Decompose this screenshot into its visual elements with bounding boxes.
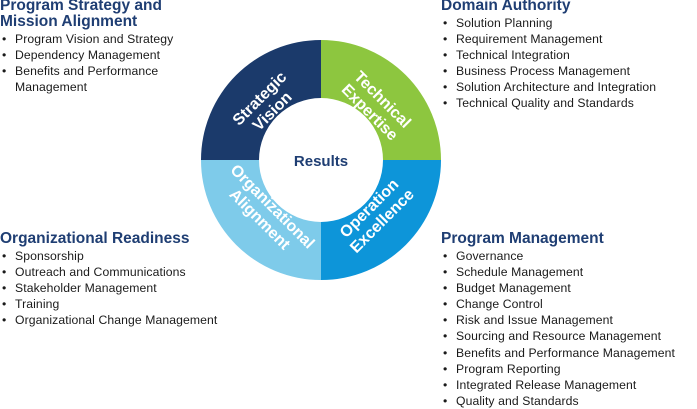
list-item-text: Training <box>15 297 60 312</box>
list-item-text: Sourcing and Resource Management <box>456 329 662 344</box>
list-item: • Technical Quality and Standards <box>441 95 696 111</box>
strategic-vision-segment <box>201 40 321 160</box>
bullet-icon: • <box>2 281 7 296</box>
list-item: • Solution Architecture and Integration <box>441 79 696 95</box>
program-strategy-title: Program Strategy and Mission Alignment <box>0 0 210 30</box>
list-item-text: Technical Integration <box>456 48 570 63</box>
list-item: • Technical Integration <box>441 47 696 63</box>
operation-excellence-segment <box>321 160 441 280</box>
list-item-text: Change Control <box>456 297 543 312</box>
list-item: • Organizational Change Management <box>0 312 250 328</box>
list-item-text: Program Vision and Strategy <box>15 32 174 46</box>
list-item: • Sourcing and Resource Management <box>441 328 697 344</box>
bullet-icon: • <box>443 16 448 30</box>
domain-authority-block: Domain Authority • Solution Planning • Req… <box>441 0 696 112</box>
bullet-icon: • <box>443 297 448 312</box>
results-wheel: Strategic Vision Technical Expertise Ope… <box>201 40 441 280</box>
program-management-block: Program Management • Governance • Schedule… <box>441 231 697 409</box>
program-strategy-block: Program Strategy and Mission Alignment •… <box>0 0 210 95</box>
list-item: • Stakeholder Management <box>0 280 250 296</box>
list-item-text: Sponsorship <box>15 249 84 263</box>
list-item-text: Outreach and Communications <box>15 265 186 280</box>
program-strategy-list: • Program Vision and Strategy • Dependency… <box>0 31 210 95</box>
bullet-icon: • <box>2 32 7 46</box>
list-item-text: Integrated Release Management <box>456 377 637 392</box>
list-item-text: Management <box>15 80 88 95</box>
bullet-icon: • <box>443 96 448 111</box>
program-strategy-title-line1: Program Strategy and <box>0 0 162 14</box>
bullet-icon: • <box>2 265 7 280</box>
list-item-text: Solution Planning <box>456 16 553 30</box>
program-strategy-title-line2: Mission Alignment <box>0 13 138 30</box>
bullet-icon: • <box>443 32 448 47</box>
bullet-icon: • <box>443 281 448 296</box>
list-item: • Risk and Issue Management <box>441 312 697 328</box>
list-item-text: Benefits and Performance <box>15 64 159 79</box>
list-item: • Requirement Management <box>441 31 696 47</box>
program-management-title: Program Management <box>441 230 604 247</box>
list-item: • Quality and Standards <box>441 393 697 409</box>
bullet-icon: • <box>443 313 448 328</box>
bullet-icon: • <box>2 313 7 328</box>
bullet-icon: • <box>443 265 448 280</box>
organizational-readiness-block: Organizational Readiness • Sponsorship • O… <box>0 231 250 328</box>
bullet-icon: • <box>2 297 7 312</box>
bullet-icon: • <box>443 80 448 95</box>
bullet-icon: • <box>443 329 448 344</box>
list-item: • Sponsorship <box>0 248 250 264</box>
list-item: • Training <box>0 296 250 312</box>
list-item: • Program Reporting <box>441 361 697 377</box>
domain-authority-title: Domain Authority <box>441 0 571 14</box>
list-item-text: Requirement Management <box>456 32 603 47</box>
bullet-icon: • <box>443 393 448 408</box>
technical-expertise-segment <box>321 40 441 160</box>
list-item-text: Schedule Management <box>456 265 584 280</box>
program-management-list: • Governance • Schedule Management • Budget… <box>441 248 697 409</box>
list-item: • Benefits and Performance Management <box>441 345 697 361</box>
list-item: • Business Process Management <box>441 63 696 79</box>
list-item: • Budget Management <box>441 280 697 296</box>
list-item-continuation: Management <box>0 79 210 95</box>
list-item-text: Benefits and Performance Management <box>456 345 675 360</box>
list-item: • Integrated Release Management <box>441 377 697 393</box>
list-item: • Change Control <box>441 296 697 312</box>
list-item-text: Program Reporting <box>456 361 561 376</box>
list-item-text: Solution Architecture and Integration <box>456 80 657 95</box>
list-item-text: Stakeholder Management <box>15 281 157 296</box>
bullet-icon: • <box>443 361 448 376</box>
list-item: • Outreach and Communications <box>0 264 250 280</box>
list-item: • Dependency Management <box>0 47 210 63</box>
bullet-icon: • <box>2 249 7 263</box>
bullet-icon: • <box>443 64 448 79</box>
bullet-icon: • <box>2 64 7 79</box>
list-item: • Program Vision and Strategy <box>0 31 210 47</box>
list-item-text: Governance <box>456 249 524 263</box>
list-item: • Schedule Management <box>441 264 697 280</box>
domain-authority-list: • Solution Planning • Requirement Manageme… <box>441 15 696 112</box>
list-item-text: Business Process Management <box>456 64 631 79</box>
list-item: • Solution Planning <box>441 15 696 31</box>
organizational-readiness-list: • Sponsorship • Outreach and Communication… <box>0 248 250 328</box>
bullet-icon: • <box>443 377 448 392</box>
organizational-readiness-title: Organizational Readiness <box>0 230 190 247</box>
list-item: • Governance <box>441 248 697 264</box>
wheel-center <box>260 99 382 221</box>
organizational-alignment-segment <box>201 160 321 280</box>
list-item: • Benefits and Performance <box>0 63 210 79</box>
bullet-icon: • <box>443 345 448 360</box>
list-item-text: Technical Quality and Standards <box>456 96 634 111</box>
list-item-text: Quality and Standards <box>456 393 579 408</box>
results-label: Results <box>294 153 348 170</box>
list-item-text: Organizational Change Management <box>15 313 218 328</box>
bullet-icon: • <box>2 48 7 63</box>
list-item-text: Risk and Issue Management <box>456 313 613 328</box>
list-item-text: Dependency Management <box>15 48 161 63</box>
list-item-text: Budget Management <box>456 281 571 296</box>
bullet-icon: • <box>443 48 448 63</box>
bullet-icon: • <box>443 249 448 263</box>
